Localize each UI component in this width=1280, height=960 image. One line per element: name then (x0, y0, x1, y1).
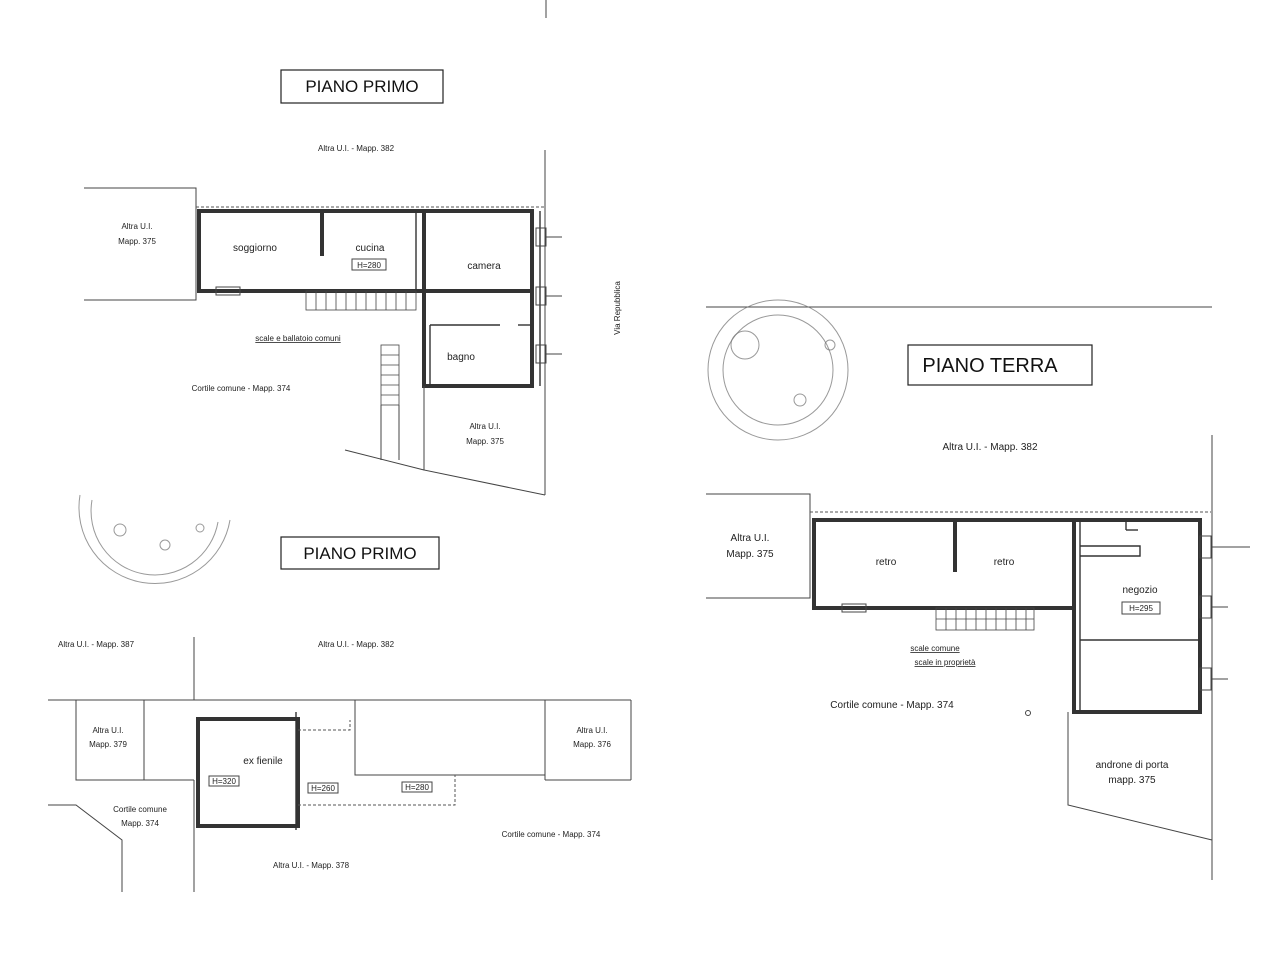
plan1-common-stairs (305, 290, 417, 460)
plan2-west-neighbor-b: Mapp. 379 (89, 740, 127, 749)
official-stamp-right (707, 299, 849, 441)
plan3-androne-outline (1067, 712, 1213, 841)
plan3-west-neighbor-a: Altra U.I. (731, 533, 770, 544)
plan2-title: PIANO PRIMO (303, 544, 416, 563)
plan2-courtyard-e: Cortile comune - Mapp. 374 (502, 830, 601, 839)
plan2-courtyard-w-a: Cortile comune (113, 805, 167, 814)
plan1-west-neighbor-outline (84, 187, 197, 301)
plan3-west-neighbor-outline (706, 493, 811, 599)
plan3-androne-b: mapp. 375 (1108, 775, 1156, 786)
plan3-room-negozio: negozio (1122, 585, 1157, 596)
plan2-north-neighbor: Altra U.I. - Mapp. 382 (318, 640, 395, 649)
plan2-courtyard-w-b: Mapp. 374 (121, 819, 159, 828)
plan2-west-neighbor-a: Altra U.I. (92, 726, 123, 735)
plan1-room-cucina: cucina (356, 243, 385, 254)
plan-piano-terra: PIANO TERRA Altra U.I. - Mapp. 382 Altra… (706, 299, 1250, 880)
plan2-nw-neighbor: Altra U.I. - Mapp. 387 (58, 640, 135, 649)
plan2-h2-box (307, 782, 339, 794)
plan3-courtyard: Cortile comune - Mapp. 374 (830, 700, 954, 711)
plan3-openings (841, 535, 1250, 691)
plan3-androne-a: androne di porta (1096, 760, 1169, 771)
plan3-negozio-height-box (1121, 601, 1161, 615)
plan2-title-box (280, 536, 440, 570)
plan2-neighbor-outlines (48, 637, 632, 892)
plan3-marker (1025, 710, 1031, 716)
plan2-h1-box (208, 775, 240, 787)
plan1-title-box (280, 69, 444, 104)
official-stamp-left (78, 494, 231, 585)
plan1-west-neighbor-b: Mapp. 375 (118, 237, 156, 246)
plan3-negozio-height: H=295 (1129, 604, 1153, 613)
plan3-west-neighbor-b: Mapp. 375 (726, 549, 774, 560)
plan2-h2: H=260 (311, 784, 335, 793)
plan3-room-retro-2: retro (994, 557, 1015, 568)
plan3-title-box (907, 344, 1093, 386)
plan1-room-camera: camera (467, 261, 501, 272)
plan2-south-neighbor: Altra U.I. - Mapp. 378 (273, 861, 350, 870)
plan3-walls (812, 518, 1202, 714)
plan2-walls (196, 712, 300, 830)
plan2-h3-box (401, 781, 433, 793)
plan1-walls (197, 209, 541, 388)
plan3-stairs-own: scale in proprietà (915, 658, 976, 667)
plan2-east-neighbor-b: Mapp. 376 (573, 740, 611, 749)
plan-piano-primo-2: PIANO PRIMO Altra U.I. - Mapp. 387 Altra… (48, 536, 632, 892)
plan1-room-soggiorno: soggiorno (233, 243, 277, 254)
plan1-west-neighbor-a: Altra U.I. (121, 222, 152, 231)
plan3-stairs (935, 607, 1035, 631)
plan1-street-label: Via Repubblica (613, 281, 622, 335)
plan-piano-primo-1: PIANO PRIMO Altra U.I. - Mapp. 382 Altra… (84, 69, 622, 496)
plan1-title: PIANO PRIMO (305, 77, 418, 96)
plan1-se-neighbor-a: Altra U.I. (469, 422, 500, 431)
plan1-stairs-label: scale e ballatoio comuni (255, 334, 341, 343)
plan2-room-ex-fienile: ex fienile (243, 756, 283, 767)
plan3-stairs-common: scale comune (910, 644, 960, 653)
plan3-north-neighbor: Altra U.I. - Mapp. 382 (942, 442, 1037, 453)
plan1-room-bagno: bagno (447, 352, 475, 363)
plan1-windows (215, 227, 562, 364)
plan2-dashed-area (298, 775, 456, 806)
plan1-se-neighbor-b: Mapp. 375 (466, 437, 504, 446)
plan3-room-retro-1: retro (876, 557, 897, 568)
plan2-east-neighbor-a: Altra U.I. (576, 726, 607, 735)
plan1-cucina-height: H=280 (357, 261, 381, 270)
plan1-courtyard: Cortile comune - Mapp. 374 (192, 384, 291, 393)
plan2-h1: H=320 (212, 777, 236, 786)
plan1-north-neighbor: Altra U.I. - Mapp. 382 (318, 144, 395, 153)
plan2-h3: H=280 (405, 783, 429, 792)
plan3-title: PIANO TERRA (922, 355, 1058, 377)
plan1-cucina-height-box (351, 258, 387, 271)
